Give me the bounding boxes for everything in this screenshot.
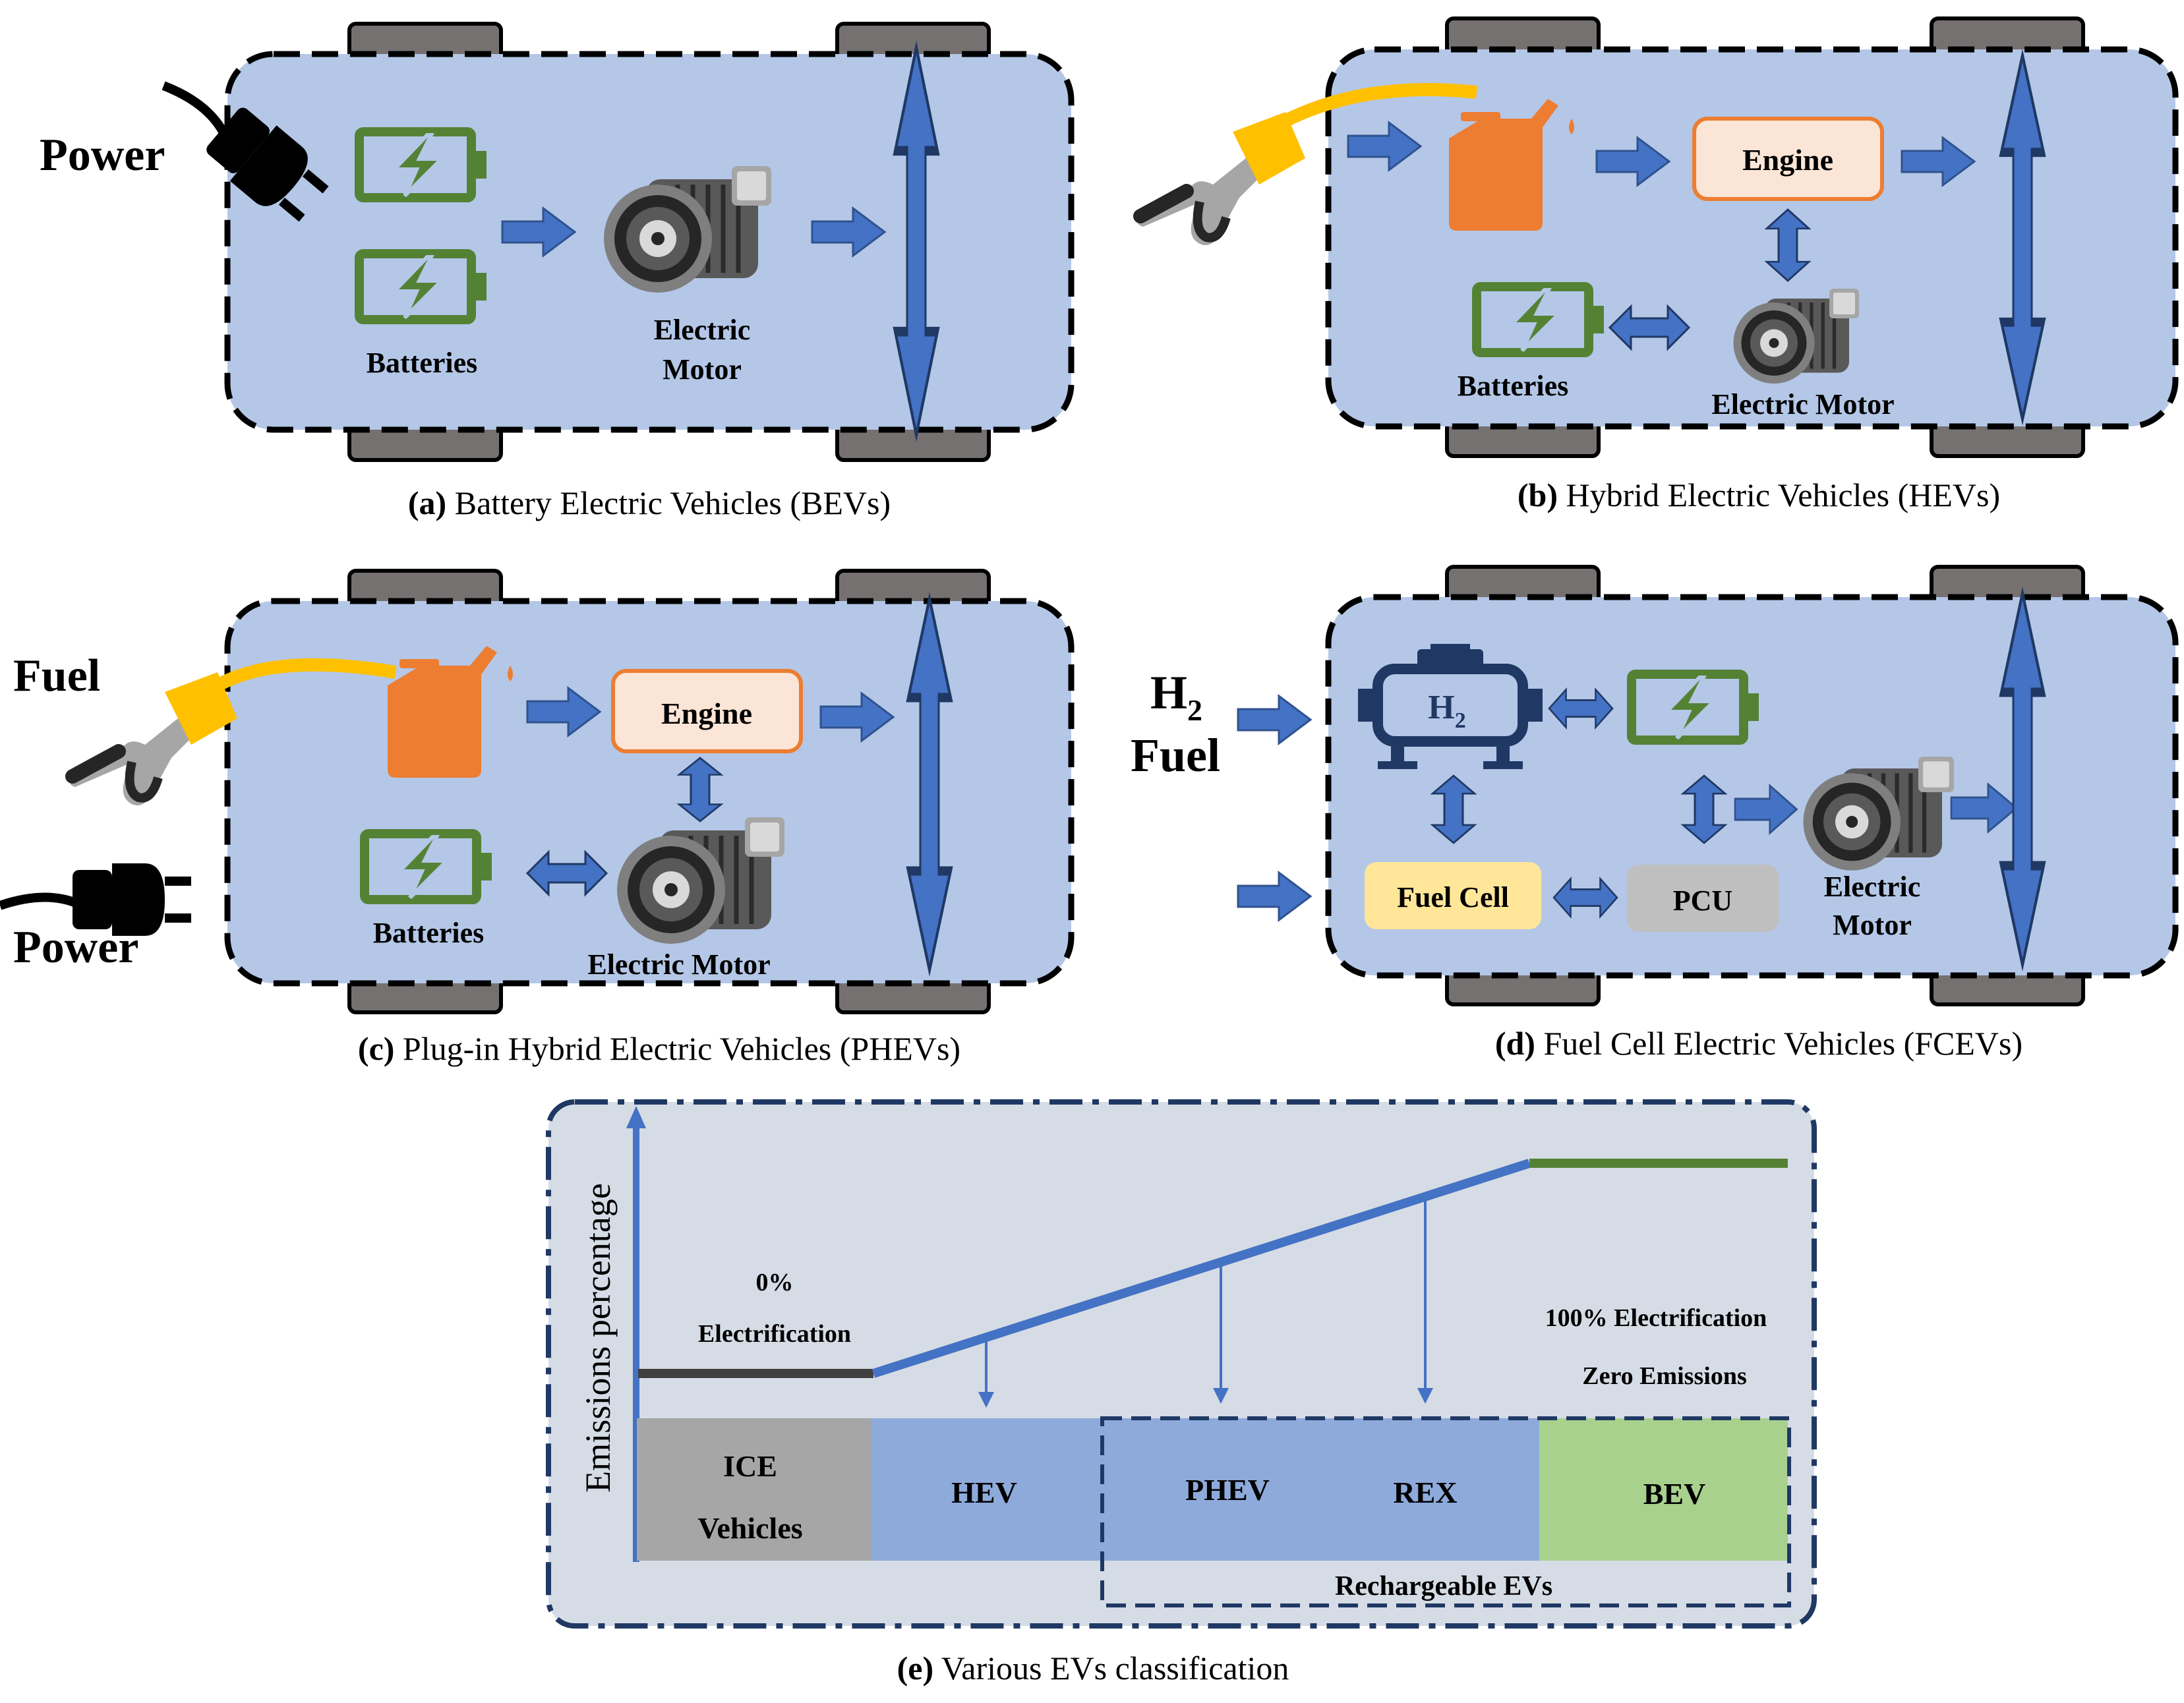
tank-label: H2	[1428, 689, 1465, 733]
bar-ice-label-1: ICE	[723, 1449, 777, 1483]
arrow-right	[1237, 871, 1312, 921]
batteries-label: Batteries	[1458, 370, 1569, 402]
batteries-label: Batteries	[373, 917, 485, 949]
bar-bev-label: BEV	[1643, 1477, 1706, 1511]
bar-phev-label: PHEV	[1185, 1473, 1270, 1507]
motor-label-2: Motor	[663, 353, 742, 386]
panel-a-bev: Power Batteries Electric Motor (a) Batte…	[40, 22, 1075, 521]
motor-label: Electric Motor	[1711, 388, 1894, 420]
panel-d-fcev: H2 Fuel H2 Electric Motor Fuel Cell PCU …	[1131, 565, 2179, 1062]
bar-hev	[871, 1418, 1102, 1561]
bar-hev-label: HEV	[951, 1476, 1017, 1509]
panel-a-caption: (a) Battery Electric Vehicles (BEVs)	[408, 484, 891, 521]
electrification-ramp	[871, 1159, 1531, 1378]
motor-label-2: Motor	[1833, 909, 1912, 941]
engine-label: Engine	[661, 697, 752, 730]
drop-arrow-head	[1213, 1388, 1229, 1404]
zero-pct-line1: 0%	[756, 1269, 794, 1296]
drop-arrow-head	[978, 1392, 994, 1408]
fuel-label: Fuel	[13, 650, 100, 701]
arrow-right	[1237, 695, 1312, 745]
h2-label: H2	[1150, 666, 1202, 727]
motor-label-1: Electric	[654, 314, 751, 346]
panel-d-caption: (d) Fuel Cell Electric Vehicles (FCEVs)	[1495, 1025, 2022, 1062]
panel-c-phev: Fuel Engine Power Batteries Electric Mot…	[0, 569, 1075, 1067]
bar-phev-rex	[1102, 1418, 1539, 1561]
panel-b-hev: Engine Batteries Electric Motor (b) Hybr…	[1138, 16, 2179, 513]
rechargeable-bracket	[1100, 1416, 1791, 1607]
bar-ice-label-2: Vehicles	[697, 1511, 802, 1545]
hundred-pct-line2: Zero Emissions	[1582, 1362, 1747, 1390]
y-axis-arrowhead	[626, 1106, 646, 1128]
bar-ice	[637, 1418, 871, 1561]
panel-b-caption: (b) Hybrid Electric Vehicles (HEVs)	[1518, 476, 2000, 513]
bar-bev	[1539, 1418, 1788, 1561]
fuel-hose	[1262, 83, 1478, 138]
engine-box	[611, 669, 803, 753]
zero-pct-line2: Electrification	[698, 1320, 851, 1348]
panel-e-caption: (e) Various EVs classification	[897, 1650, 1289, 1687]
pcu-box	[1627, 865, 1779, 932]
bar-rex-label: REX	[1393, 1476, 1457, 1509]
engine-box	[1692, 117, 1884, 201]
fuel-nozzle-icon	[1138, 112, 1305, 245]
power-label: Power	[40, 130, 165, 181]
fuel-hose	[214, 658, 397, 691]
fuel-cell-box	[1365, 862, 1541, 929]
panel-c-caption: (c) Plug-in Hybrid Electric Vehicles (PH…	[358, 1030, 960, 1067]
motor-label-1: Electric	[1824, 871, 1921, 903]
batteries-label: Batteries	[367, 347, 478, 379]
y-axis-label: Emissions percentage	[578, 1183, 618, 1492]
hundred-pct-line1: 100% Electrification	[1545, 1304, 1767, 1332]
drop-arrow-head	[1417, 1388, 1433, 1404]
fuel-label: Fuel	[1131, 729, 1220, 782]
engine-label: Engine	[1742, 143, 1833, 177]
fuel-cell-label: Fuel Cell	[1397, 881, 1509, 913]
motor-label: Electric Motor	[587, 948, 770, 981]
panel-e-classification: Emissions percentage 0% Electrification …	[546, 1099, 1817, 1687]
power-label: Power	[13, 922, 138, 973]
pcu-label: PCU	[1673, 884, 1732, 917]
rechargeable-label: Rechargeable EVs	[1335, 1571, 1552, 1602]
